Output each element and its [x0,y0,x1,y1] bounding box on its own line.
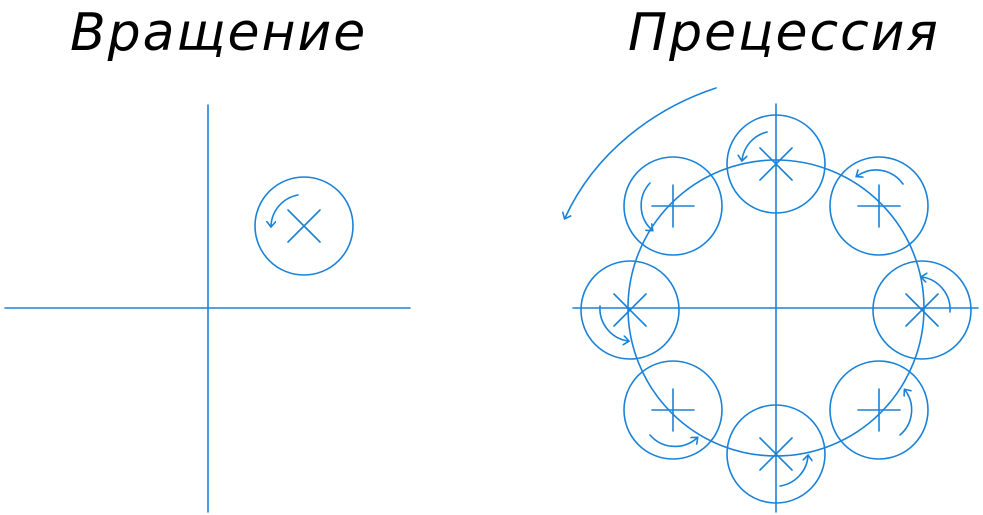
precessing-body-upper-right [829,156,929,256]
body-cross-line [905,293,939,327]
rotation-direction-arrow [271,194,299,226]
body-rotation-arrow [640,182,652,230]
rotating-body-cross-line [287,209,321,243]
body-rotation-arrow [599,305,628,341]
body-circle [623,156,723,256]
body-rotation-arrow [779,456,808,487]
precession-direction-arrow [565,87,717,218]
body-circle [829,156,929,256]
body-rotation-arrow [742,131,768,160]
precessing-body-bottom [726,404,826,504]
rotating-body-circle [254,176,354,276]
precessing-body-top [726,114,826,214]
body-circle [580,260,680,360]
precessing-body-right [872,260,972,360]
body-cross-line [759,147,793,181]
precession-panel [565,87,979,513]
body-rotation-arrow [899,390,913,436]
body-rotation-arrow [649,434,697,448]
body-circle [829,360,929,460]
rotating-body [254,176,354,276]
precessing-body-left [580,260,680,360]
body-rotation-arrow [922,277,951,313]
precessing-body-lower-right [829,360,929,460]
body-circle [623,360,723,460]
body-cross-line [759,437,793,471]
precessing-body-upper-left [623,156,723,256]
rotation-title: Вращение [70,3,367,63]
body-circle [872,260,972,360]
rotation-panel [4,104,411,513]
precessing-body-lower-left [623,360,723,460]
body-cross-line [613,293,647,327]
body-circle [726,114,826,214]
body-rotation-arrow [857,170,904,185]
precession-title: Прецессия [628,3,940,63]
body-circle [726,404,826,504]
